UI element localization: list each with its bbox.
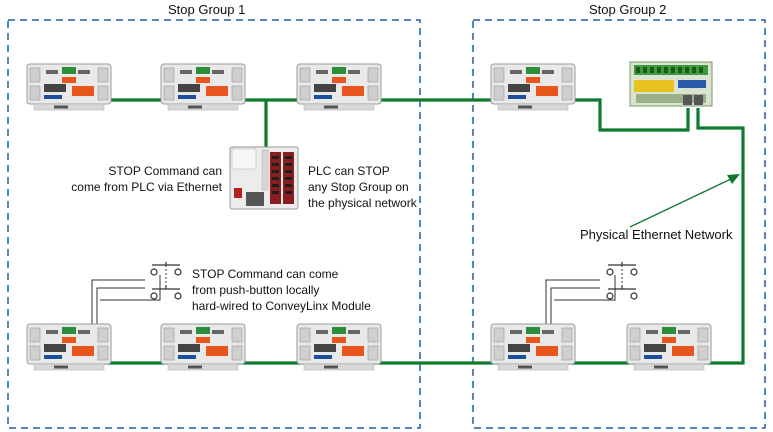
top-network-line bbox=[110, 98, 690, 132]
gateway-controller-icon bbox=[629, 61, 713, 107]
annotation-line: the physical network bbox=[308, 196, 417, 210]
pushbutton-switch-icon bbox=[150, 262, 182, 300]
network-arrow bbox=[629, 174, 740, 228]
plc-right-annotation: PLC can STOP any Stop Group on the physi… bbox=[308, 163, 417, 211]
annotation-line: PLC can STOP bbox=[308, 164, 390, 178]
conveylinx-module-icon bbox=[160, 63, 246, 111]
conveylinx-module-icon bbox=[626, 323, 712, 371]
conveylinx-module-icon bbox=[490, 63, 576, 111]
annotation-line: come from PLC via Ethernet bbox=[71, 180, 222, 194]
pushbutton-annotation: STOP Command can come from push-button l… bbox=[192, 266, 371, 314]
annotation-line: STOP Command can bbox=[108, 164, 222, 178]
stop-group-2-border bbox=[472, 19, 766, 429]
pushbutton-wiring-left bbox=[91, 275, 161, 326]
stop-group-2-label: Stop Group 2 bbox=[589, 2, 667, 17]
annotation-line: any Stop Group on bbox=[308, 180, 409, 194]
conveylinx-module-icon bbox=[26, 323, 112, 371]
plc-left-annotation: STOP Command can come from PLC via Ether… bbox=[52, 163, 222, 195]
pushbutton-switch-icon bbox=[606, 262, 638, 300]
annotation-line: STOP Command can come bbox=[192, 267, 339, 281]
stop-group-1-label: Stop Group 1 bbox=[168, 2, 246, 17]
stop-group-1-border bbox=[7, 19, 421, 429]
conveylinx-module-icon bbox=[26, 63, 112, 111]
pushbutton-wiring-right bbox=[545, 275, 616, 326]
conveylinx-module-icon bbox=[490, 323, 576, 371]
plc-icon bbox=[229, 146, 299, 210]
conveylinx-module-icon bbox=[296, 63, 382, 111]
annotation-line: hard-wired to ConveyLinx Module bbox=[192, 299, 371, 313]
annotation-line: from push-button locally bbox=[192, 283, 320, 297]
conveylinx-module-icon bbox=[160, 323, 246, 371]
conveylinx-module-icon bbox=[296, 323, 382, 371]
network-label: Physical Ethernet Network bbox=[580, 227, 733, 242]
